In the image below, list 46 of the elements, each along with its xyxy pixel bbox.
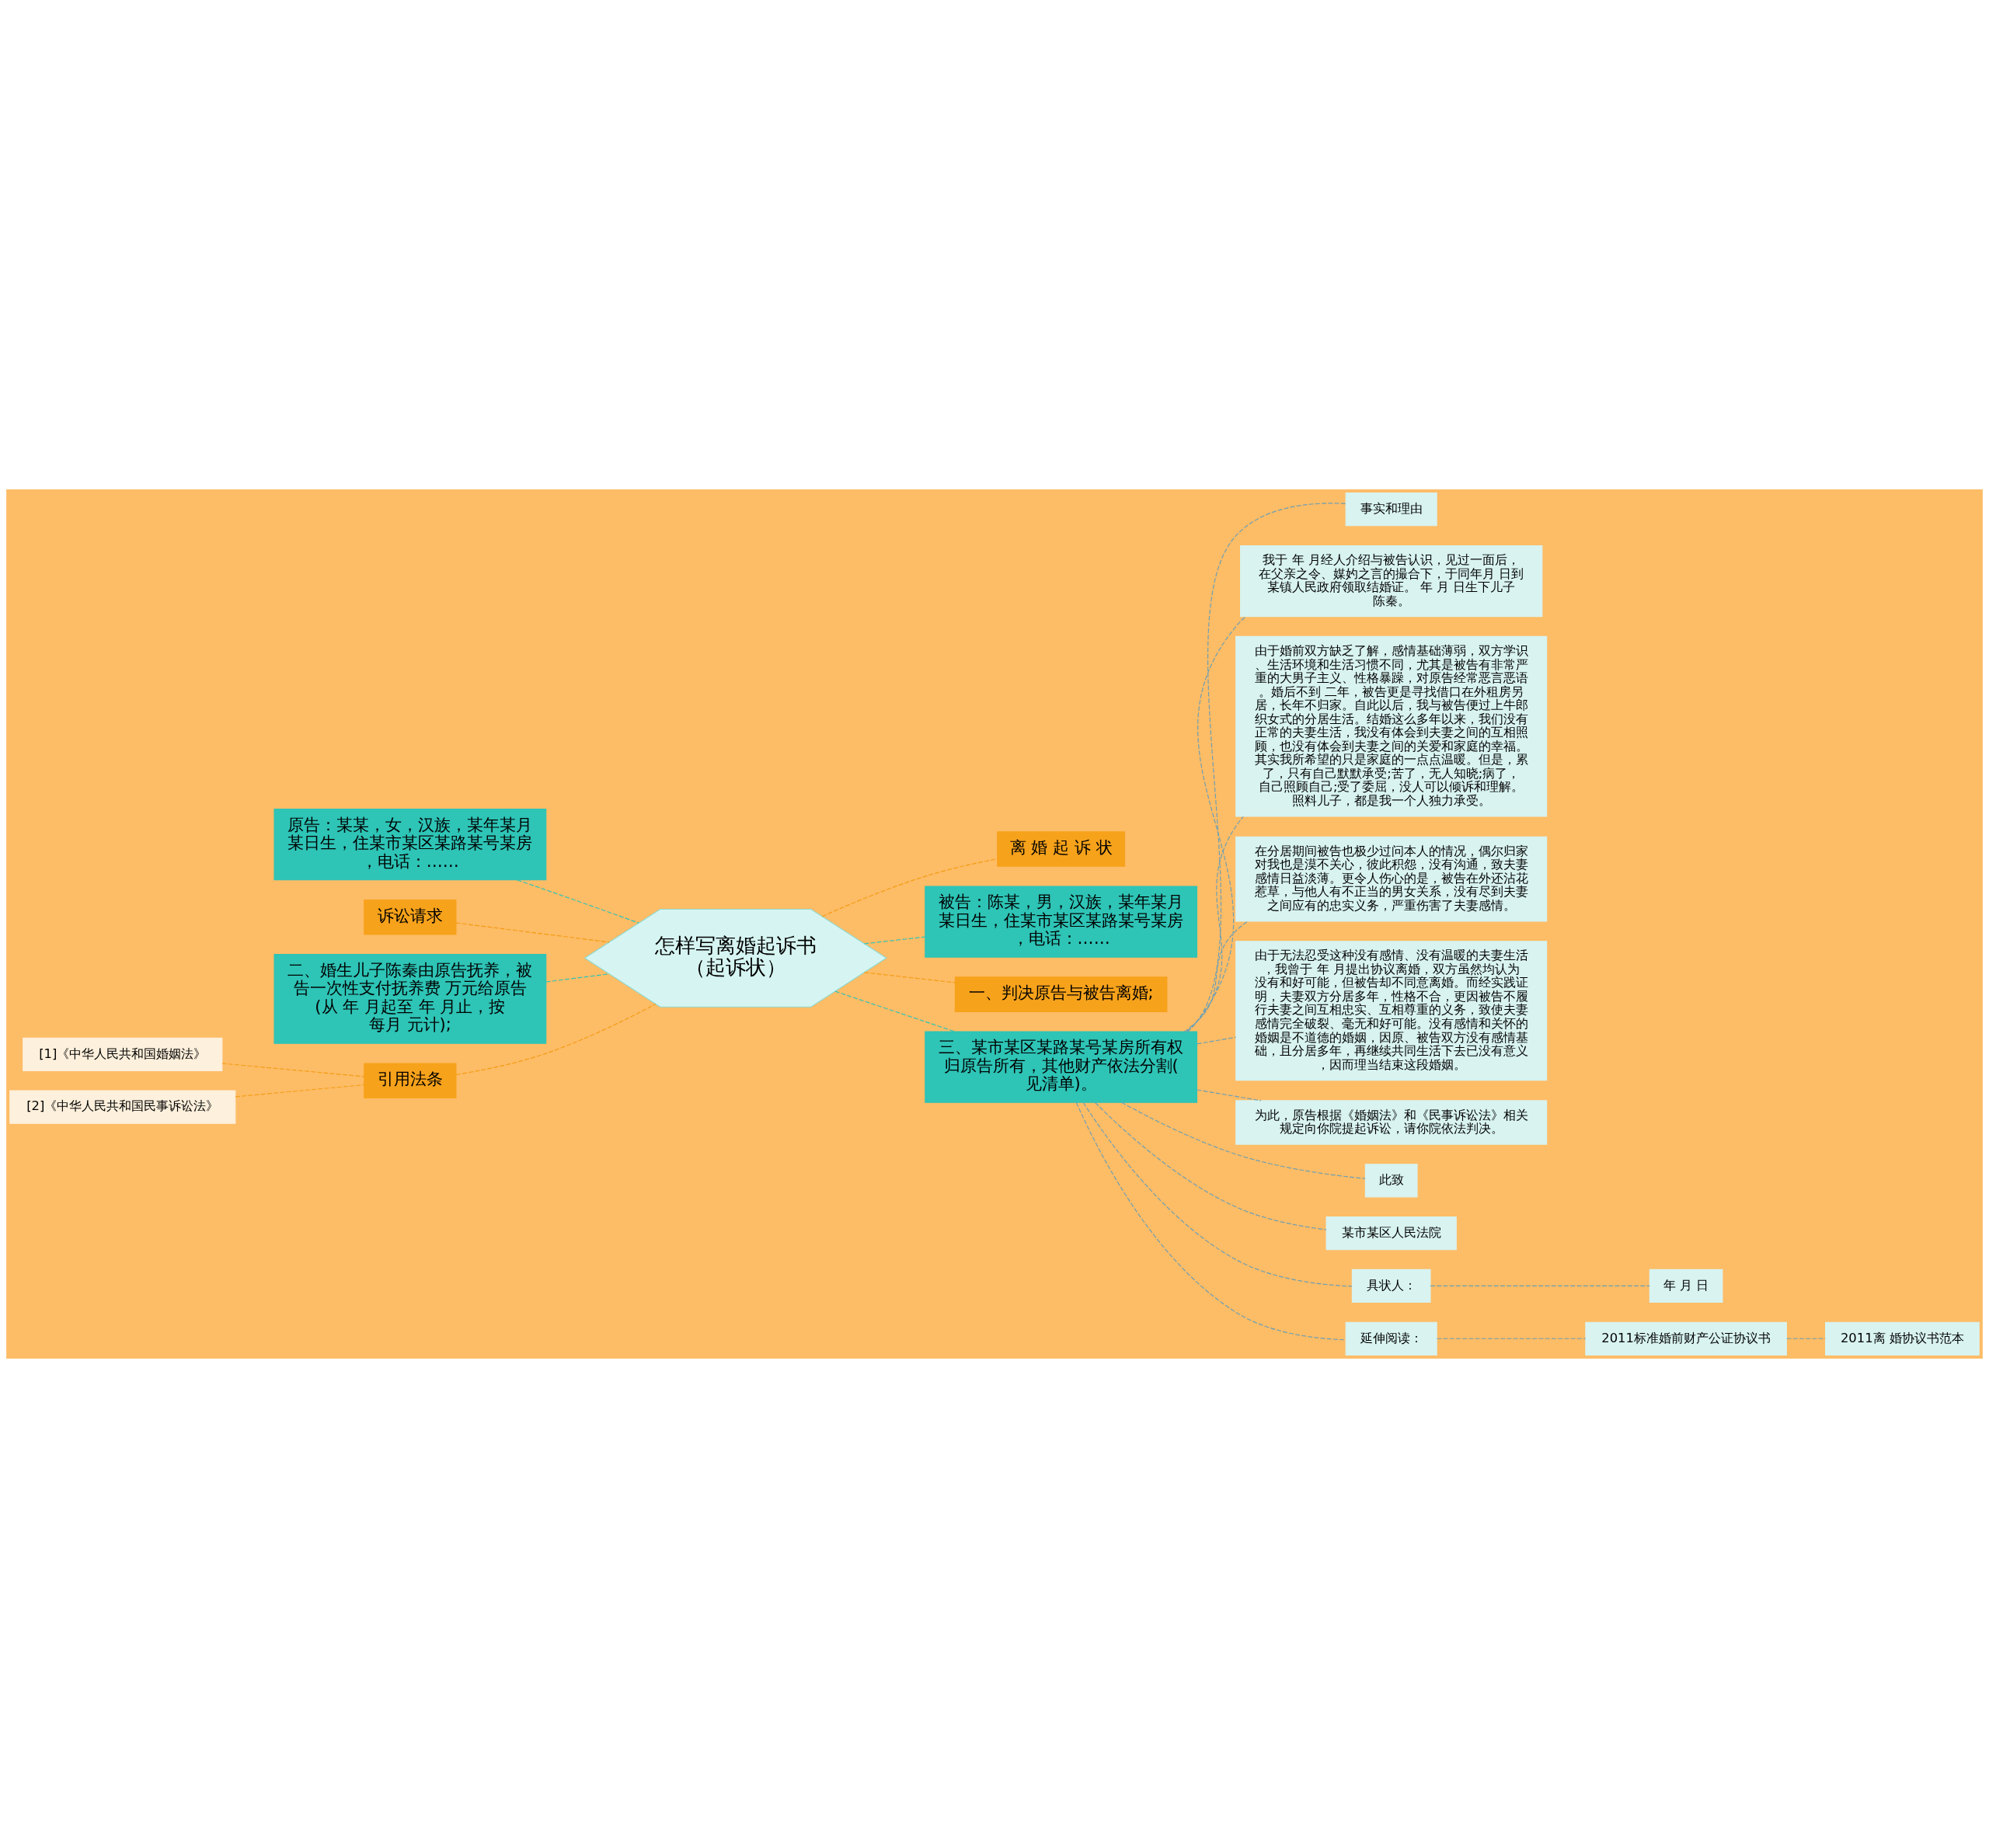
connector bbox=[821, 858, 998, 917]
node-box: 年 月 日 bbox=[1649, 1269, 1723, 1303]
node-box: 为此，原告根据《婚姻法》和《民事诉讼法》相关规定向你院提起诉讼，请你院依法判决。 bbox=[1235, 1100, 1548, 1145]
connector bbox=[1186, 616, 1246, 1032]
node-box: 事实和理由 bbox=[1345, 492, 1437, 527]
connector bbox=[545, 973, 610, 983]
node-box: 具状人： bbox=[1351, 1269, 1431, 1303]
connector bbox=[1186, 503, 1346, 1032]
connector bbox=[1075, 1101, 1346, 1341]
node-box: 引用法条 bbox=[364, 1063, 457, 1098]
node-box: 离 婚 起 诉 状 bbox=[997, 831, 1126, 867]
node-box: 此致 bbox=[1364, 1164, 1418, 1198]
node-box: 延伸阅读： bbox=[1345, 1321, 1437, 1356]
node-box: [2]《中华人民共和国民事诉讼法》 bbox=[9, 1090, 236, 1124]
node-box: [1]《中华人民共和国婚姻法》 bbox=[23, 1037, 223, 1071]
connector bbox=[235, 1084, 365, 1098]
node-box: 一、判决原告与被告离婚; bbox=[954, 976, 1168, 1012]
node-box: 由于无法忍受这种没有感情、没有温暖的夫妻生活，我曾于 年 月提出协议离婚，双方虽然均认为没有和好可能，但被告却不同意离婚。而经实践证明，夫妻双方分居多年，性格不合，更因被告不履行夫妻之间互相忠实、互相尊重的义务，致使夫妻感情完全破裂、毫无和好可能。没有感情和关怀的婚姻是不道德的婚姻，因原、被告双方没有感情基础，且分居多年，再继续共同生活下去已没有意义，因而理当结束这段婚姻。 bbox=[1235, 941, 1548, 1081]
connector bbox=[1095, 1102, 1327, 1230]
connector bbox=[455, 922, 610, 943]
connector bbox=[517, 879, 639, 924]
node-box: 诉讼请求 bbox=[364, 899, 457, 935]
connector bbox=[1197, 1089, 1262, 1101]
node-box: 由于婚前双方缺乏了解，感情基础薄弱，双方学识、生活环境和生活习惯不同，尤其是被告有非常严重的大男子主义、性格暴躁，对原告经常恶言恶语。婚后不到 二年，被告更是寻找借口在外租房另居，长年不归家。自此以后，我与被告便过上牛郎织女式的分居生活。结婚这么多年以来，我们没有正常的夫妻生活，我没有体会到夫妻之间的互相照顾，也没有体会到夫妻之间的关爱和家庭的幸福。其实我所希望的只是家庭的一点点温暖。但是，累了，只有自己默默承受;苦了，无人知晓;病了，自己照顾自己;受了委屈，没人可以倾诉和理解。照料儿子，都是我一个人独力承受。 bbox=[1235, 635, 1548, 817]
connector bbox=[1785, 1338, 1826, 1339]
node-box: 原告：某某，女，汉族，某年某月某日生，住某市某区某路某号某房，电话：…… bbox=[273, 809, 547, 881]
connector bbox=[834, 990, 956, 1032]
connector bbox=[221, 1063, 365, 1077]
connector bbox=[455, 1003, 657, 1076]
node-box: 2011标准婚前财产公证协议书 bbox=[1585, 1321, 1787, 1356]
node-box: 被告：陈某，男，汉族，某年某月某日生，住某市某区某路某号某房，电话：…… bbox=[925, 886, 1198, 958]
connector bbox=[863, 936, 926, 945]
node-box: 在分居期间被告也极少过问本人的情况，偶尔归家对我也是漠不关心，彼此积怨，没有沟通，致夫妻感情日益淡薄。更令人伤心的是，被告在外还沾花惹草，与他人有不正当的男女关系，没有尽到夫妻之间应有的忠实义务，严重伤害了夫妻感情。 bbox=[1235, 836, 1548, 922]
connector bbox=[863, 972, 956, 983]
node-box: 二、婚生儿子陈秦由原告抚养，被告一次性支付抚养费 万元给原告(从 年 月起至 年 月止，按每月 元计); bbox=[273, 954, 547, 1044]
connector bbox=[1186, 816, 1244, 1032]
connector bbox=[1121, 1101, 1366, 1179]
node-box: 我于 年 月经人介绍与被告认识，见过一面后，在父亲之令、媒妁之言的撮合下，于同年月 日到某镇人民政府领取结婚证。 年 月 日生下儿子陈秦。 bbox=[1240, 545, 1543, 618]
node-box: 2011离 婚协议书范本 bbox=[1825, 1321, 1980, 1356]
connector bbox=[1430, 1285, 1650, 1287]
connector bbox=[1183, 921, 1249, 1032]
node-box: 三、某市某区某路某号某房所有权归原告所有，其他财产依法分割(见清单)。 bbox=[925, 1031, 1198, 1103]
connector bbox=[1082, 1102, 1353, 1287]
connector bbox=[1197, 1036, 1237, 1045]
node-box: 某市某区人民法院 bbox=[1325, 1216, 1457, 1251]
connector bbox=[1436, 1338, 1587, 1339]
